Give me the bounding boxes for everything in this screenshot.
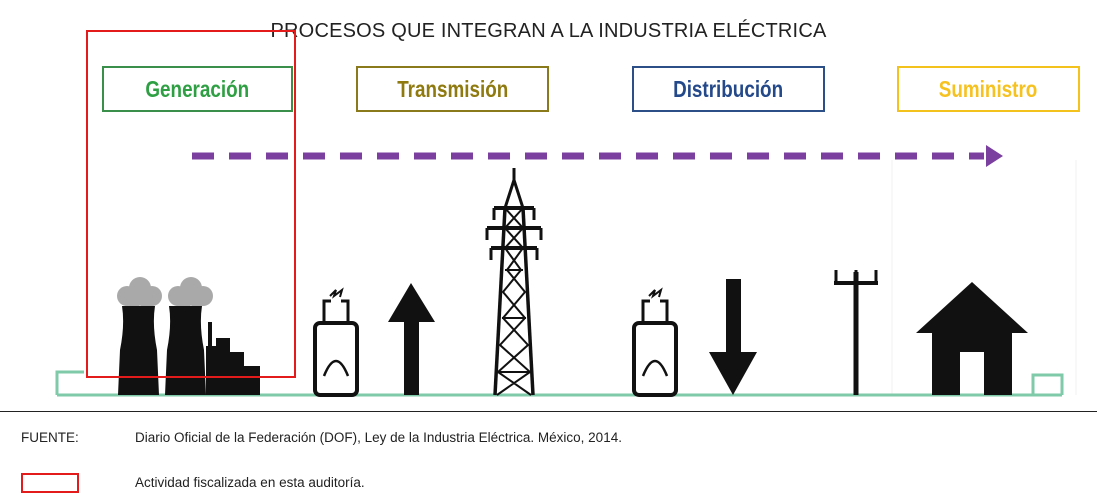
stage-distribucion: Distribución <box>632 66 825 112</box>
stage-suministro-label: Suministro <box>939 75 1038 102</box>
source-text: Diario Oficial de la Federación (DOF), L… <box>135 430 622 445</box>
transmission-tower-icon <box>485 168 543 396</box>
arrow-up-icon <box>388 283 435 395</box>
stage-distribucion-label: Distribución <box>673 75 784 102</box>
divider <box>0 411 1097 412</box>
stage-generacion: Generación <box>102 66 293 112</box>
audited-activity-highlight <box>86 30 296 378</box>
flow-arrow <box>192 145 1003 167</box>
stage-transmision: Transmisión <box>356 66 549 112</box>
stage-transmision-label: Transmisión <box>396 75 509 102</box>
smoke-icon <box>117 277 213 308</box>
utility-pole-icon <box>834 270 878 395</box>
legend-swatch <box>21 473 79 493</box>
process-diagram <box>55 145 1077 397</box>
arrow-down-icon <box>709 279 757 395</box>
diagram-title: PROCESOS QUE INTEGRAN A LA INDUSTRIA ELÉ… <box>270 20 827 42</box>
source-label: FUENTE: <box>21 430 79 445</box>
substation-icon <box>313 287 359 397</box>
power-plant-icon <box>117 277 260 395</box>
stage-generacion-label: Generación <box>145 75 250 102</box>
stage-suministro: Suministro <box>897 66 1080 112</box>
legend-text: Actividad fiscalizada en esta auditoría. <box>135 475 365 490</box>
house-icon <box>916 282 1028 395</box>
substation-icon <box>632 287 678 397</box>
